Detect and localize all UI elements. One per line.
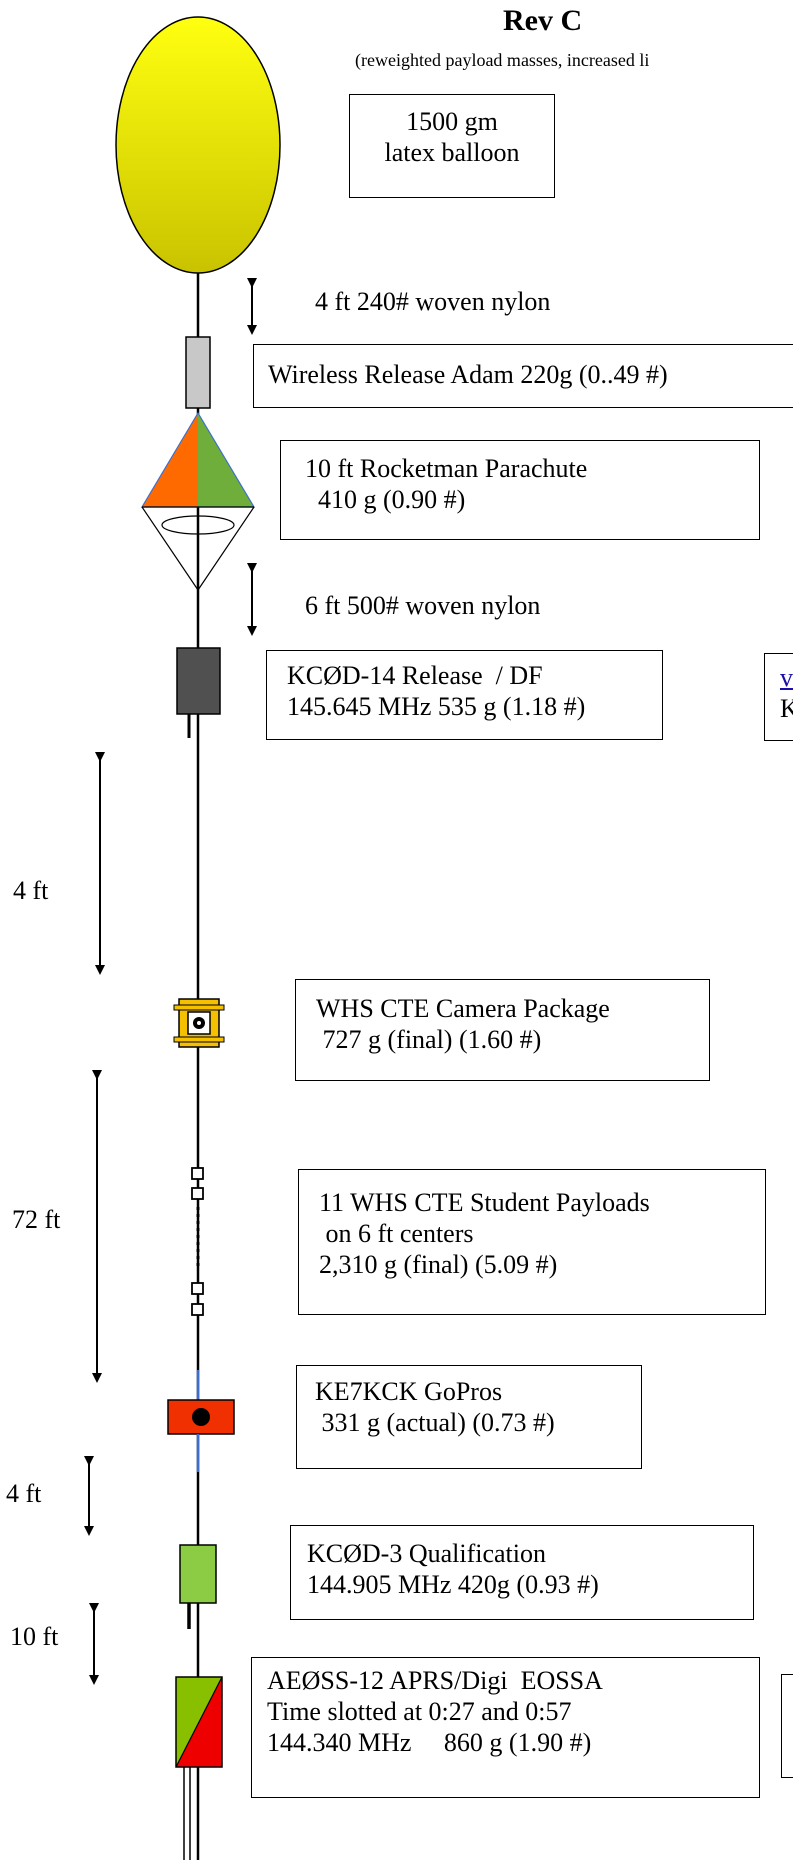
kc0d-14-release-box: KCØD-14 Release / DF 145.645 MHz 535 g (… [266,650,663,740]
side-box: v K [764,653,793,741]
wireless-release-shape [185,336,211,409]
parachute-box: 10 ft Rocketman Parachute 410 g (0.90 #) [280,440,760,540]
camera-package-shape [173,998,225,1048]
balloon-label-line-2: latex balloon [384,138,520,168]
camera-package-line-2: 727 g (final) (1.60 #) [316,1025,542,1055]
student-payloads-box: 11 WHS CTE Student Payloads on 6 ft cent… [298,1169,766,1315]
gopros-line-2: 331 g (actual) (0.73 #) [315,1408,555,1438]
camera-package-box: WHS CTE Camera Package 727 g (final) (1.… [295,979,710,1081]
student-payloads-shape [191,1167,204,1316]
spacing-label-3: 4 ft [6,1479,42,1508]
qualification-shape [179,1544,217,1629]
qualification-line-2: 144.905 MHz 420g (0.93 #) [307,1570,599,1600]
spacing-label-4: 10 ft [10,1622,59,1651]
kc0d-14-line-1: KCØD-14 Release / DF [287,661,543,690]
student-payloads-line-1: 11 WHS CTE Student Payloads [319,1188,650,1217]
spacing-label-1: 4 ft [13,876,49,905]
balloon-label-box: 1500 gm latex balloon [349,94,555,198]
wireless-release-text: Wireless Release Adam 220g (0..49 #) [268,360,668,389]
parachute-line-1: 10 ft Rocketman Parachute [305,454,588,483]
balloon-shape [115,16,281,274]
gopros-shape [167,1370,235,1472]
kc0d-14-release-shape [176,647,221,738]
camera-package-line-1: WHS CTE Camera Package [316,994,610,1023]
aprs-side-box [781,1674,793,1778]
student-payloads-line-3: 2,310 g (final) (5.09 #) [319,1250,558,1280]
spacing-label-2: 72 ft [12,1205,61,1234]
student-payloads-line-2: on 6 ft centers [319,1219,474,1249]
page-title: Rev C [503,4,583,37]
side-box-link[interactable]: v [780,663,793,692]
tether-1-label: 4 ft 240# woven nylon [315,287,551,316]
page-subtitle: (reweighted payload masses, increased li [355,50,650,70]
aprs-digi-box: AEØSS-12 APRS/Digi EOSSA Time slotted at… [251,1657,760,1798]
aprs-digi-shape [175,1676,223,1860]
gopros-box: KE7KCK GoPros 331 g (actual) (0.73 #) [296,1365,642,1469]
qualification-box: KCØD-3 Qualification 144.905 MHz 420g (0… [290,1525,754,1620]
aprs-digi-line-3: 144.340 MHz 860 g (1.90 #) [267,1728,592,1758]
qualification-line-1: KCØD-3 Qualification [307,1539,547,1568]
tether-2-label: 6 ft 500# woven nylon [305,591,541,620]
kc0d-14-line-2: 145.645 MHz 535 g (1.18 #) [287,692,586,722]
parachute-line-2: 410 g (0.90 #) [305,485,466,515]
gopros-line-1: KE7KCK GoPros [315,1377,503,1406]
aprs-digi-line-1: AEØSS-12 APRS/Digi EOSSA [267,1666,603,1695]
wireless-release-box: Wireless Release Adam 220g (0..49 #) [253,344,793,408]
parachute-shape [140,411,256,591]
balloon-label-line-1: 1500 gm [406,107,498,136]
side-box-text: K [780,694,793,724]
aprs-digi-line-2: Time slotted at 0:27 and 0:57 [267,1697,572,1727]
